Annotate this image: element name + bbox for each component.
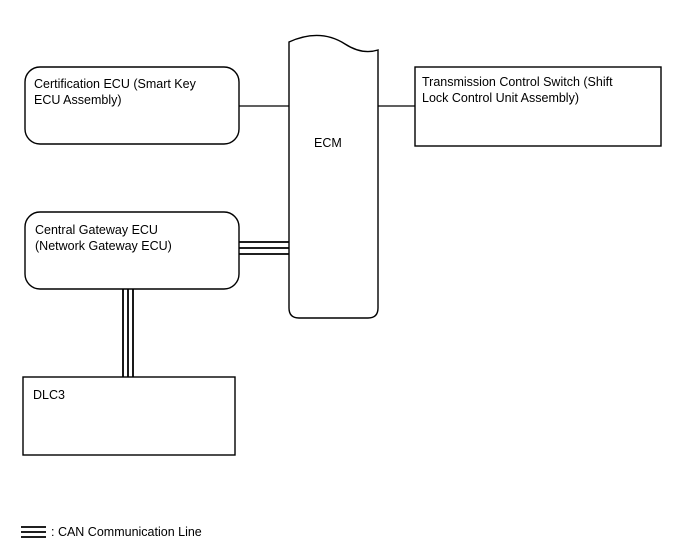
ecm-label: ECM bbox=[314, 136, 342, 150]
certification-ecu-label-line1: Certification ECU (Smart Key bbox=[34, 77, 197, 91]
dlc3-box bbox=[22, 376, 236, 456]
legend-label: : CAN Communication Line bbox=[51, 525, 202, 539]
dlc3-label: DLC3 bbox=[33, 388, 65, 402]
central-gateway-label-line1: Central Gateway ECU bbox=[35, 223, 158, 237]
certification-ecu-label-line2: ECU Assembly) bbox=[34, 93, 122, 107]
ecm-block bbox=[288, 34, 379, 319]
transmission-switch-label-line1: Transmission Control Switch (Shift bbox=[422, 75, 613, 89]
legend-can-symbol bbox=[21, 526, 46, 538]
transmission-switch-label-line2: Lock Control Unit Assembly) bbox=[422, 91, 579, 105]
central-gateway-box bbox=[24, 211, 240, 290]
transmission-switch-box bbox=[414, 66, 662, 147]
can-line-gateway-dlc3 bbox=[122, 289, 134, 377]
can-line-gateway-ecm bbox=[239, 241, 289, 255]
central-gateway-label-line2: (Network Gateway ECU) bbox=[35, 239, 172, 253]
